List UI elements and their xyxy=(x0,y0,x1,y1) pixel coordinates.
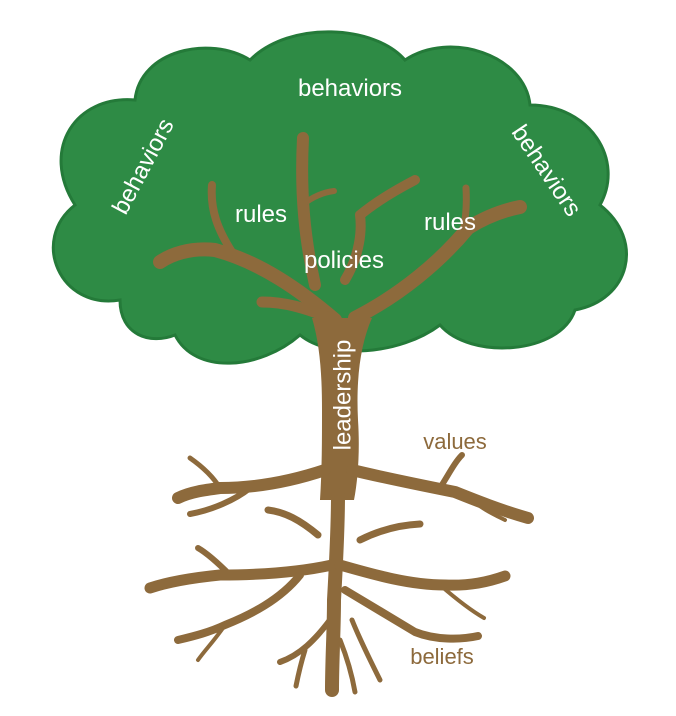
root-lower-right xyxy=(334,559,511,591)
root-lower-center-right xyxy=(337,637,358,695)
label-policies: policies xyxy=(304,247,384,274)
branch-center-right xyxy=(340,175,420,285)
label-rules-left: rules xyxy=(235,201,287,228)
branch-main-left xyxy=(153,242,342,327)
branch-center-up xyxy=(296,132,321,291)
label-leadership: leadership xyxy=(329,340,356,451)
branch-center-twig xyxy=(299,188,337,208)
root-upper-left xyxy=(172,464,331,504)
root-lower-center-twig xyxy=(293,647,308,689)
root-lower-left-twig xyxy=(195,545,233,578)
root-lower-center-left xyxy=(277,617,333,665)
root-lower-right-twig xyxy=(349,617,383,683)
root-upper-left-twig xyxy=(187,485,253,517)
tree-roots xyxy=(144,452,534,697)
root-lower-left-down xyxy=(174,571,304,644)
tree-trunk xyxy=(312,318,372,500)
root-mid-left-twig xyxy=(264,506,322,539)
tree-branches xyxy=(153,132,527,327)
branch-right-upper xyxy=(458,184,470,240)
root-lower-left-fine xyxy=(196,623,227,662)
branch-lower-left xyxy=(256,296,336,324)
canopy-foliage xyxy=(51,30,628,365)
label-behaviors-top: behaviors xyxy=(298,75,402,102)
root-lower-right-down xyxy=(341,586,482,643)
branch-left-upper xyxy=(207,181,236,256)
root-tap xyxy=(325,488,345,697)
label-rules-right: rules xyxy=(424,209,476,236)
tree-canopy xyxy=(51,30,628,365)
label-beliefs: beliefs xyxy=(410,644,474,669)
root-upper-right xyxy=(346,464,534,524)
branch-main-right xyxy=(348,200,527,325)
root-upper-right-fine xyxy=(468,496,507,522)
root-lower-left xyxy=(144,559,338,594)
root-lower-right-fine xyxy=(438,583,486,620)
label-values: values xyxy=(423,429,487,454)
root-mid-right-twig xyxy=(356,520,424,544)
root-upper-left-fine xyxy=(187,455,223,491)
root-upper-right-twig xyxy=(437,452,465,491)
